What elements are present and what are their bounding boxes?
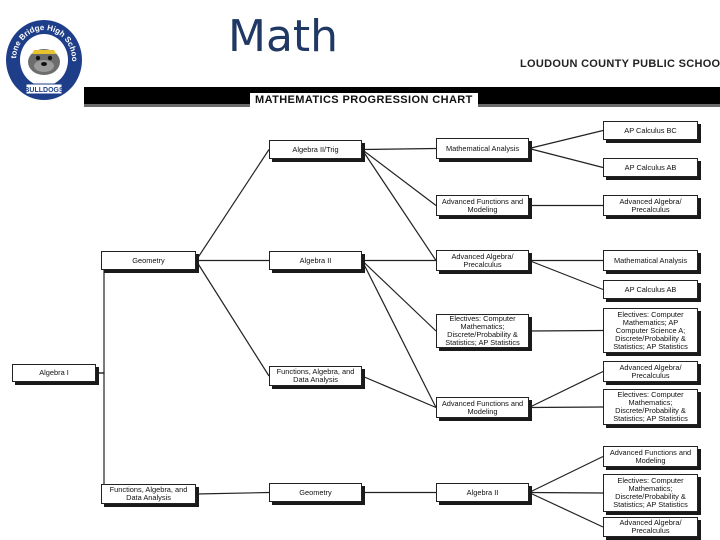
node-electives: Electives: Computer Mathematics; Discret… — [436, 314, 529, 348]
node-algebra-ii: Algebra II — [269, 251, 362, 270]
node-functions-algebra-data-analysis: Functions, Algebra, and Data Analysis — [269, 366, 362, 386]
node-mathematical-analysis: Mathematical Analysis — [436, 138, 529, 159]
node-mathematical-analysis: Mathematical Analysis — [603, 250, 698, 271]
school-logo: Stone Bridge High School BULLDOGS — [4, 18, 82, 100]
connector-functions_1-geometry_2 — [195, 491, 270, 495]
connector-algebra_ii_trig-adv_functions_1 — [361, 149, 437, 206]
node-functions-algebra-data-analysis: Functions, Algebra, and Data Analysis — [101, 484, 196, 504]
node-algebra-ii-trig: Algebra II/Trig — [269, 140, 362, 159]
node-advanced-algebra-precalculus: Advanced Algebra/ Precalculus — [603, 361, 698, 382]
node-ap-calculus-ab: AP Calculus AB — [603, 158, 698, 177]
connector-algebra_ii_2-electives_4 — [528, 491, 604, 494]
node-algebra-i: Algebra I — [12, 364, 96, 382]
connector-algebra_ii_trig-math_analysis_1 — [361, 147, 437, 151]
node-electives: Electives: Computer Mathematics; AP Comp… — [603, 308, 698, 353]
logo-mascot-text: BULLDOGS — [24, 87, 64, 94]
node-electives: Electives: Computer Mathematics; Discret… — [603, 389, 698, 425]
node-advanced-functions-modeling: Advanced Functions and Modeling — [436, 397, 529, 418]
node-advanced-functions-modeling: Advanced Functions and Modeling — [603, 446, 698, 467]
node-geometry: Geometry — [101, 251, 196, 270]
node-electives: Electives: Computer Mathematics; Discret… — [603, 474, 698, 512]
connector-functions_2-adv_functions_2 — [361, 375, 437, 409]
connector-math_analysis_1-calc_bc — [528, 129, 604, 150]
node-algebra-ii: Algebra II — [436, 483, 529, 502]
node-ap-calculus-ab: AP Calculus AB — [603, 280, 698, 299]
district-name: LOUDOUN COUNTY PUBLIC SCHOOLS — [520, 58, 720, 70]
connector-math_analysis_1-calc_ab_1 — [528, 147, 604, 169]
node-ap-calculus-bc: AP Calculus BC — [603, 121, 698, 140]
connector-algebra_i-functions_1 — [96, 372, 105, 495]
node-geometry: Geometry — [269, 483, 362, 502]
page-title: Math — [228, 11, 339, 62]
connector-adv_functions_2-electives_3 — [528, 406, 604, 409]
connector-geometry_1-algebra_ii_trig — [195, 149, 270, 261]
connector-adv_algebra_1-calc_ab_2 — [528, 259, 604, 291]
node-advanced-functions-modeling: Advanced Functions and Modeling — [436, 195, 529, 216]
node-advanced-algebra-precalculus: Advanced Algebra/ Precalculus — [436, 250, 529, 271]
node-advanced-algebra-precalculus: Advanced Algebra/ Precalculus — [603, 195, 698, 216]
chart-title: MATHEMATICS PROGRESSION CHART — [250, 93, 478, 107]
connector-algebra_ii_2-adv_algebra_4 — [528, 491, 604, 528]
node-advanced-algebra-precalculus: Advanced Algebra/ Precalculus — [603, 517, 698, 537]
connector-geometry_1-functions_2 — [195, 260, 270, 377]
connector-algebra_ii_trig-adv_algebra_1 — [361, 149, 437, 261]
connector-electives_1-electives_2 — [528, 329, 604, 332]
connector-adv_functions_2-adv_algebra_3 — [528, 370, 604, 409]
connector-algebra_ii_2-adv_functions_3 — [528, 455, 604, 494]
connector-algebra_ii_1-adv_functions_2 — [361, 260, 437, 408]
connector-algebra_i-geometry_1 — [96, 259, 105, 374]
connector-algebra_ii_1-electives_1 — [361, 260, 437, 332]
